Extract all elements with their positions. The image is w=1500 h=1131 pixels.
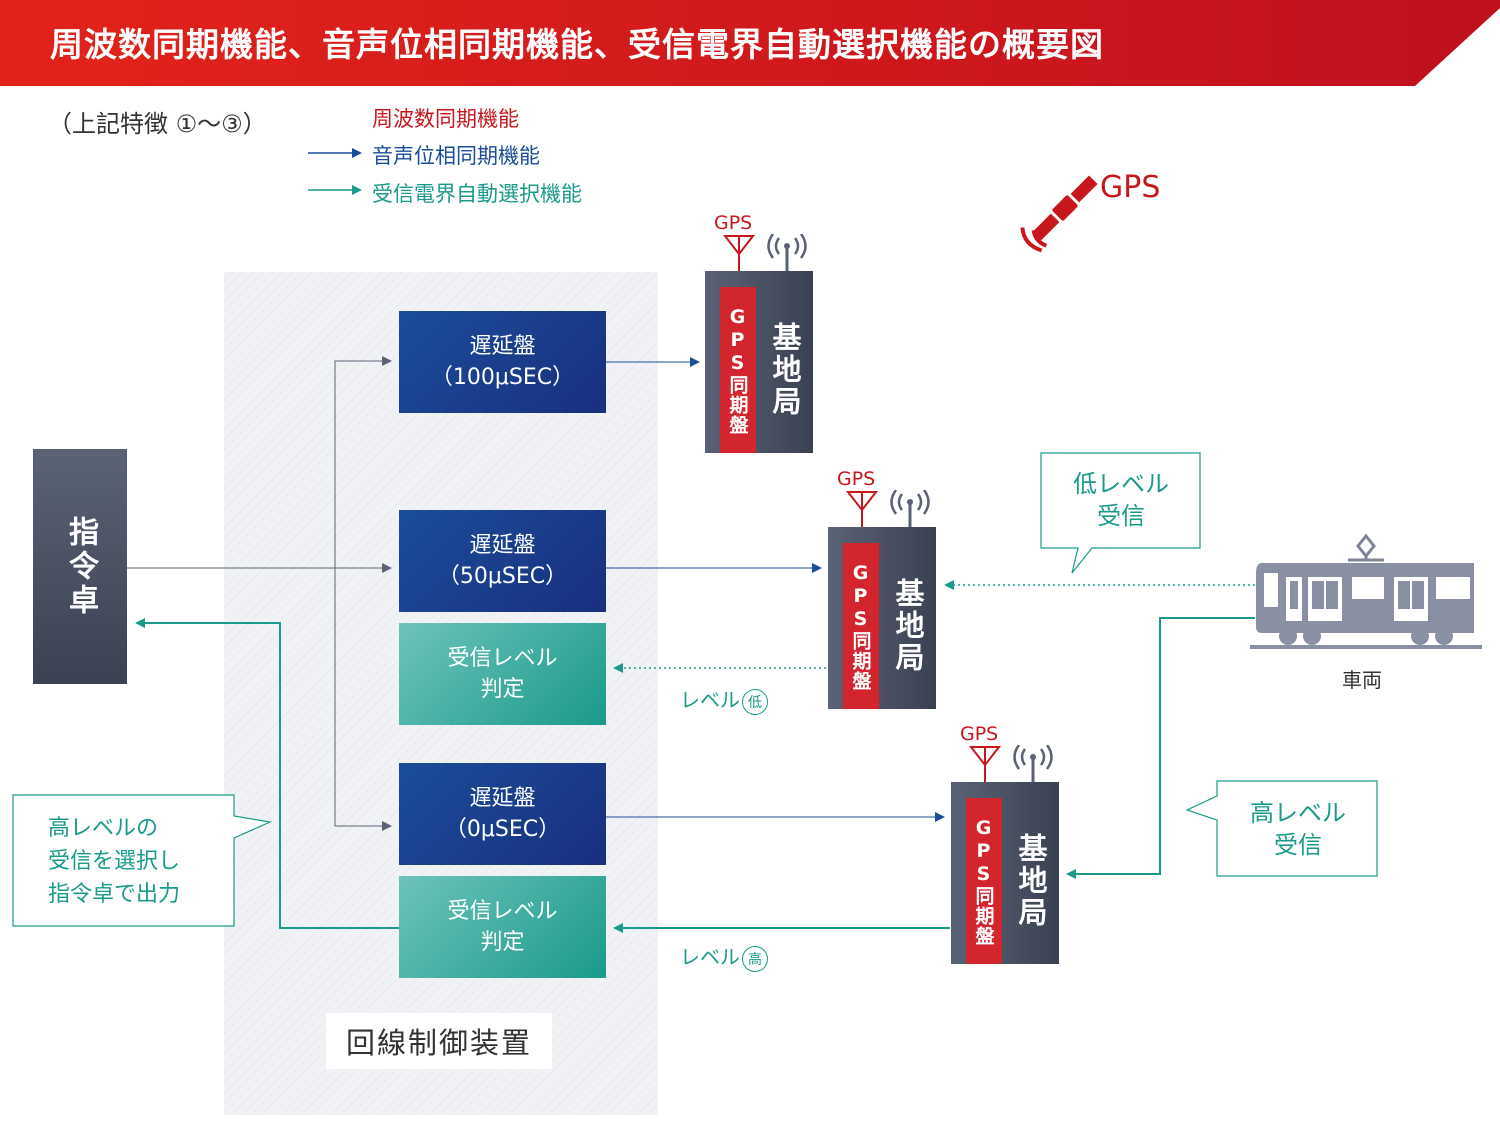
satellite-gps-label: GPS (1100, 170, 1161, 205)
callout-line: 指令卓で出力 (48, 882, 181, 907)
level-high-badge: 高 (742, 945, 768, 972)
gps-sync-board-3: GPS同期盤 (966, 798, 1002, 964)
antenna-icon (968, 745, 1053, 783)
gps-antenna-label: GPS (714, 212, 753, 234)
page-title: 周波数同期機能、音声位相同期機能、受信電界自動選択機能の概要図 (50, 25, 1104, 64)
callout-low-text: 低レベル 受信 (1041, 468, 1201, 532)
callout-select-text: 高レベルの 受信を選択し 指令卓で出力 (48, 812, 180, 911)
callout-select-bubble (12, 794, 273, 927)
base-station-label-1: 基地局 (760, 287, 810, 453)
base-station-text: 基地局 (1014, 833, 1048, 929)
callout-line: 受信を選択し (48, 849, 181, 874)
satellite-icon (1020, 175, 1098, 253)
delay-board-name: 遅延盤 (469, 786, 536, 811)
features-note: （上記特徴 ①〜③） (48, 110, 267, 138)
delay-board-name: 遅延盤 (469, 533, 536, 558)
delay-board-50: 遅延盤 （50μSEC） (399, 510, 606, 612)
dispatch-console (33, 449, 127, 684)
delay-board-value: （100μSEC） (430, 365, 575, 390)
gps-antenna-label: GPS (960, 723, 999, 745)
antenna-icon (722, 234, 807, 272)
callout-line: 受信 (1274, 831, 1322, 859)
base-station-label-3: 基地局 (1006, 798, 1056, 964)
callout-line: 高レベル (1250, 799, 1346, 827)
title-bar (0, 0, 1500, 86)
legend-auto-select: 受信電界自動選択機能 (372, 182, 582, 206)
base-station-label-2: 基地局 (883, 543, 933, 709)
base-station-text: 基地局 (768, 322, 802, 418)
level-judge-line2: 判定 (480, 930, 525, 955)
gps-sync-board-1: GPS同期盤 (720, 287, 756, 453)
callout-high-text: 高レベル 受信 (1218, 797, 1378, 861)
gps-sync-board-label: GPS同期盤 (972, 816, 995, 946)
level-judge-line2: 判定 (480, 677, 525, 702)
train-label: 車両 (1342, 668, 1382, 692)
level-judge-line1: 受信レベル (447, 899, 558, 924)
level-judge-2: 受信レベル 判定 (399, 876, 606, 978)
legend-phase-sync: 音声位相同期機能 (372, 144, 540, 168)
delay-board-value: （0μSEC） (444, 817, 561, 842)
delay-board-100: 遅延盤 （100μSEC） (399, 311, 606, 413)
legend-frequency-sync: 周波数同期機能 (372, 107, 519, 131)
level-judge-line1: 受信レベル (447, 646, 558, 671)
callout-line: 高レベルの (48, 816, 159, 841)
level-text: レベル (680, 688, 740, 712)
callout-line: 低レベル (1073, 470, 1169, 498)
level-low-badge: 低 (742, 688, 768, 715)
gps-sync-board-2: GPS同期盤 (843, 543, 879, 709)
dispatch-console-label: 指令卓 (63, 515, 98, 618)
callout-high-bubble (1186, 780, 1378, 877)
base-station-text: 基地局 (891, 578, 925, 674)
level-low-label: レベル低 (680, 684, 768, 715)
level-high-label: レベル高 (680, 941, 768, 972)
gps-sync-board-label: GPS同期盤 (849, 561, 872, 691)
delay-board-name: 遅延盤 (469, 334, 536, 359)
delay-board-value: （50μSEC） (437, 564, 568, 589)
callout-low-bubble (1040, 452, 1201, 574)
level-text: レベル (680, 945, 740, 969)
antenna-icon (845, 490, 930, 528)
callout-line: 受信 (1097, 502, 1145, 530)
delay-board-0: 遅延盤 （0μSEC） (399, 763, 606, 865)
control-unit-label: 回線制御装置 (326, 1013, 552, 1069)
gps-antenna-label: GPS (837, 468, 876, 490)
train-icon (1250, 533, 1482, 649)
level-judge-1: 受信レベル 判定 (399, 623, 606, 725)
gps-sync-board-label: GPS同期盤 (726, 305, 749, 435)
